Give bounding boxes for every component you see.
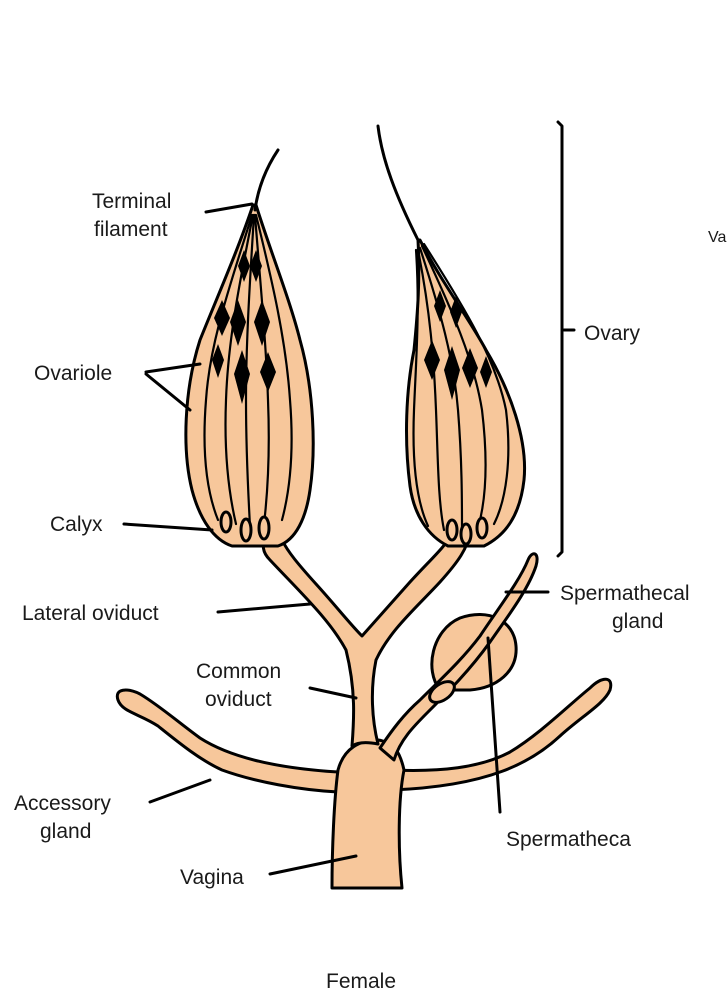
label-lateral-oviduct: Lateral oviduct [22, 602, 159, 625]
right-calyx-opening-1 [447, 520, 457, 540]
leader-lateral-oviduct [218, 604, 310, 612]
left-ovary-terminal-filament [255, 150, 278, 210]
leader-ovariole-lower [146, 374, 190, 410]
right-ovary-terminal-filament [378, 126, 418, 240]
label-ovary: Ovary [584, 322, 641, 345]
leader-accessory-gland [150, 780, 210, 802]
label-common-oviduct-line2: oviduct [205, 688, 272, 711]
left-calyx-opening-1 [221, 512, 231, 532]
label-common-oviduct-line1: Common [196, 660, 281, 683]
label-terminal-filament-line2: filament [94, 218, 168, 241]
left-ovary [186, 150, 313, 546]
right-calyx-opening-3 [477, 518, 487, 538]
label-calyx: Calyx [50, 513, 103, 536]
label-spermathecal-gland-line1: Spermathecal [560, 582, 690, 605]
caption: Female [326, 970, 396, 991]
left-calyx-opening-3 [259, 517, 269, 539]
label-edge-fragment: Va [708, 229, 726, 246]
ovary-bracket [558, 122, 562, 556]
label-ovariole: Ovariole [34, 362, 112, 385]
spermatheca-duct-loop [426, 677, 458, 706]
leader-common-oviduct [310, 688, 356, 698]
label-accessory-gland-line2: gland [40, 820, 91, 843]
right-ovary [378, 126, 525, 546]
left-calyx-opening-2 [241, 519, 251, 541]
label-spermatheca: Spermatheca [506, 828, 631, 851]
right-calyx-opening-2 [461, 524, 471, 544]
label-vagina: Vagina [180, 866, 244, 889]
vagina [332, 740, 404, 888]
label-spermathecal-gland-line2: gland [612, 610, 663, 633]
leader-calyx [124, 524, 212, 530]
label-terminal-filament-line1: Terminal [92, 190, 171, 213]
label-accessory-gland-line1: Accessory [14, 792, 111, 815]
leader-terminal-filament [206, 204, 252, 212]
